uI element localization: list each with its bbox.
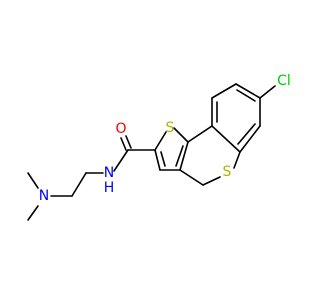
- bond-c-cl: [259, 85, 276, 99]
- atom-oxygen: O: [115, 121, 126, 137]
- bond-benzo-7: [239, 125, 261, 153]
- bond-benzo-5: [235, 83, 261, 99]
- bond-ch2-ch2: [71, 172, 87, 197]
- molecule-diagram: O N H N S S Cl: [27, 73, 291, 221]
- bond-n-methyl-1: [27, 172, 39, 189]
- bond-benzo-4: [211, 83, 237, 99]
- bond-benzo-5-inner: [236, 89, 256, 102]
- bond-benzo-2: [211, 125, 241, 153]
- bond-thio-c3-c2: [154, 149, 161, 171]
- bond-carbonyl-double-2: [125, 135, 132, 149]
- bond-thio-s-c7a: [173, 127, 189, 143]
- bond-thio-c7a-c3a-inner: [175, 145, 184, 167]
- atom-amide-hydrogen: H: [104, 180, 115, 196]
- bond-benzo-1: [187, 125, 213, 143]
- bond-thio-c7a-c3a: [179, 141, 189, 171]
- bond-thio-c2-s: [154, 131, 167, 151]
- bond-s-c: [233, 151, 241, 169]
- bond-ch2-s: [202, 176, 221, 186]
- bond-thio-c3-c2-inner: [160, 151, 166, 167]
- structure-canvas: O N H N S S Cl: [27, 73, 291, 221]
- atom-ring-sulfur: S: [223, 164, 232, 180]
- bond-n-methyl-2: [27, 205, 39, 221]
- bond-carbonyl-double-1: [120, 137, 127, 151]
- atom-labels: O N H N S S Cl: [39, 73, 291, 204]
- bond-carbonyl-n: [113, 149, 129, 172]
- atom-amide-nitrogen: N: [104, 165, 114, 181]
- atom-chlorine: Cl: [277, 73, 291, 89]
- atom-thiophene-sulfur: S: [166, 120, 175, 136]
- atom-dimethylamino-nitrogen: N: [39, 188, 49, 204]
- bond-c3a-ch2: [179, 169, 204, 186]
- bonds: [27, 83, 276, 221]
- bond-benzo-7-inner: [237, 123, 256, 145]
